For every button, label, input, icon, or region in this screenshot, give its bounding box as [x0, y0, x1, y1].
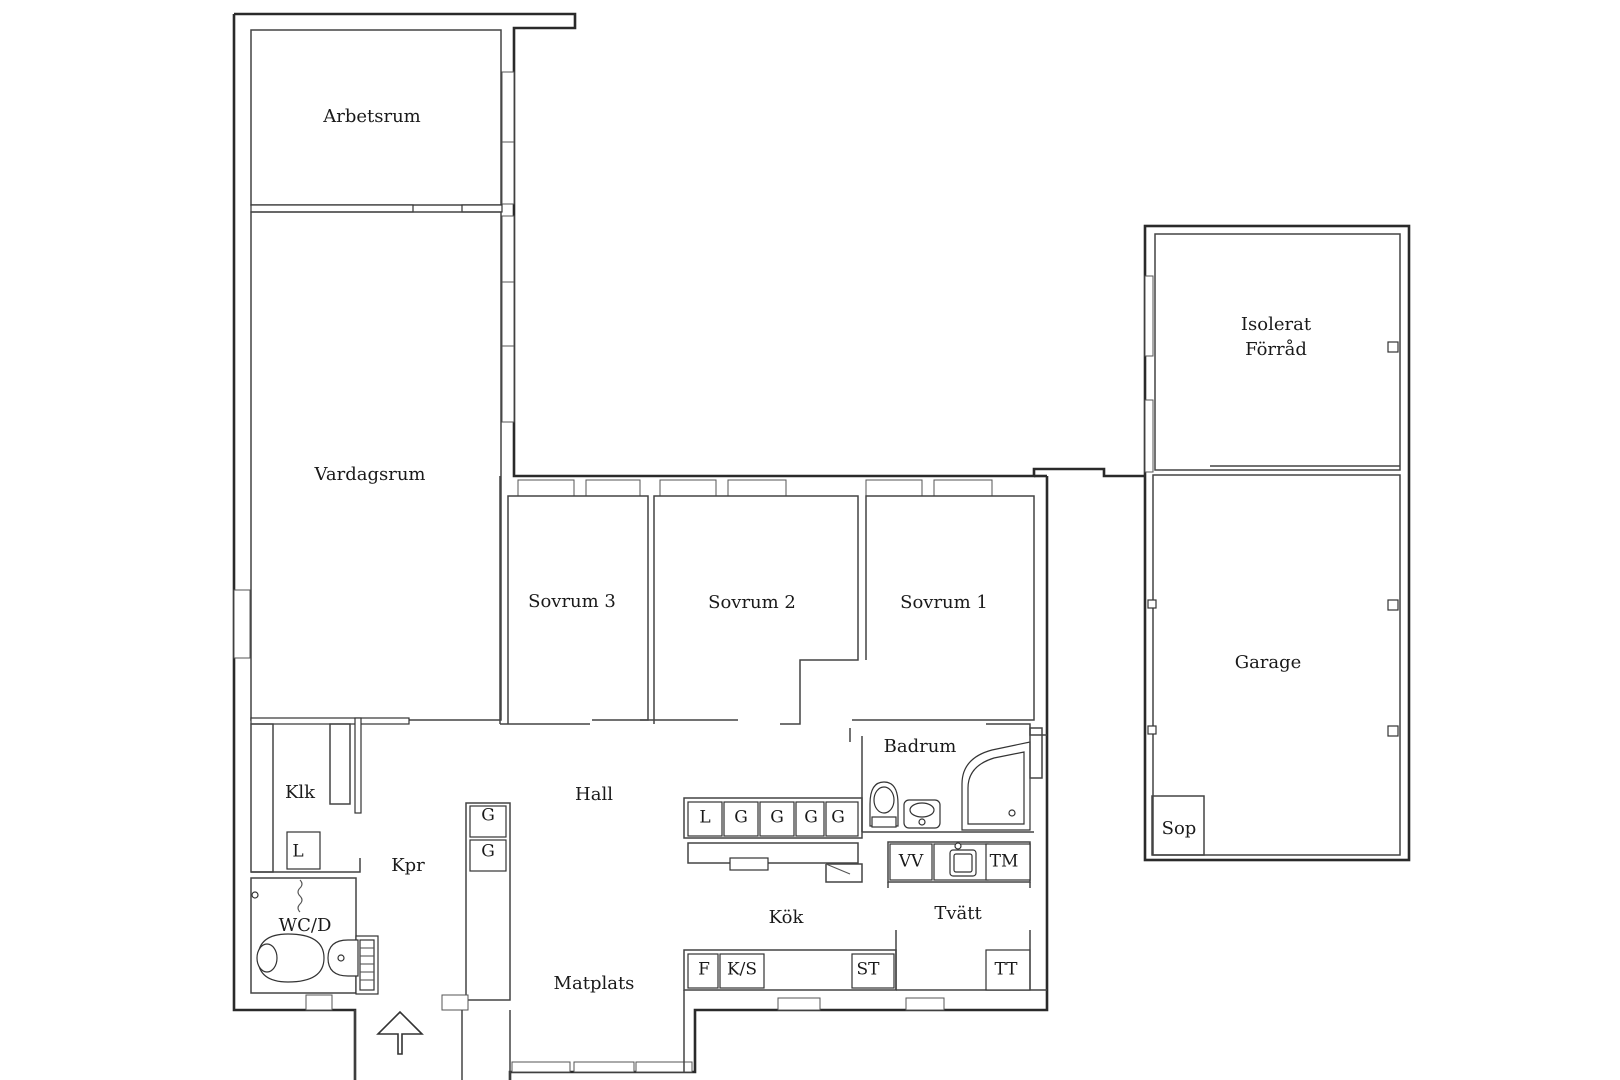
label-klk: Klk — [285, 782, 316, 803]
label-sovrum3: Sovrum 3 — [528, 591, 616, 612]
unit-st: ST — [857, 960, 881, 980]
entry-rooms — [250, 723, 511, 1080]
label-isolerat: Isolerat — [1241, 314, 1312, 335]
unit-kpr-g2: G — [481, 842, 495, 862]
outer-walls — [232, 12, 1145, 1080]
unit-hall-g1: G — [734, 808, 748, 828]
entrance-arrow-icon — [376, 1010, 424, 1055]
unit-labels: G G L L G G G G VV TM F K/S ST TT — [292, 806, 1018, 980]
label-matplats: Matplats — [554, 973, 635, 994]
toilet-icon — [257, 933, 325, 983]
unit-vv: VV — [898, 852, 924, 872]
room-labels: Arbetsrum Vardagsrum Isolerat Förråd Sov… — [279, 106, 1312, 994]
unit-ks: K/S — [727, 960, 757, 980]
label-garage: Garage — [1235, 652, 1302, 673]
unit-hall-g4: G — [831, 808, 845, 828]
unit-hall-g3: G — [804, 808, 818, 828]
unit-klk-l: L — [292, 842, 303, 862]
label-badrum: Badrum — [884, 736, 957, 757]
label-hall: Hall — [575, 784, 613, 805]
label-sovrum1: Sovrum 1 — [900, 592, 988, 613]
label-sovrum2: Sovrum 2 — [708, 592, 796, 613]
label-forrad: Förråd — [1245, 338, 1307, 360]
windows-left-wing — [233, 71, 515, 659]
label-wcd: WC/D — [279, 915, 332, 936]
unit-kpr-g1: G — [481, 806, 495, 826]
label-kpr: Kpr — [391, 855, 425, 876]
unit-f: F — [698, 960, 710, 980]
hall-storage — [683, 727, 1043, 839]
unit-tt: TT — [995, 960, 1019, 980]
unit-tm: TM — [990, 852, 1019, 872]
garage-building — [1143, 224, 1411, 862]
label-kok: Kök — [769, 907, 805, 928]
label-arbetsrum: Arbetsrum — [322, 106, 421, 127]
label-vardagsrum: Vardagsrum — [314, 464, 426, 485]
unit-hall-g2: G — [770, 808, 784, 828]
room-outlines-west — [250, 29, 503, 814]
label-sop: Sop — [1162, 818, 1197, 839]
bedrooms — [499, 476, 1047, 742]
kitchen — [511, 841, 1047, 1073]
unit-hall-l: L — [699, 808, 710, 828]
label-tvatt: Tvätt — [934, 903, 982, 924]
